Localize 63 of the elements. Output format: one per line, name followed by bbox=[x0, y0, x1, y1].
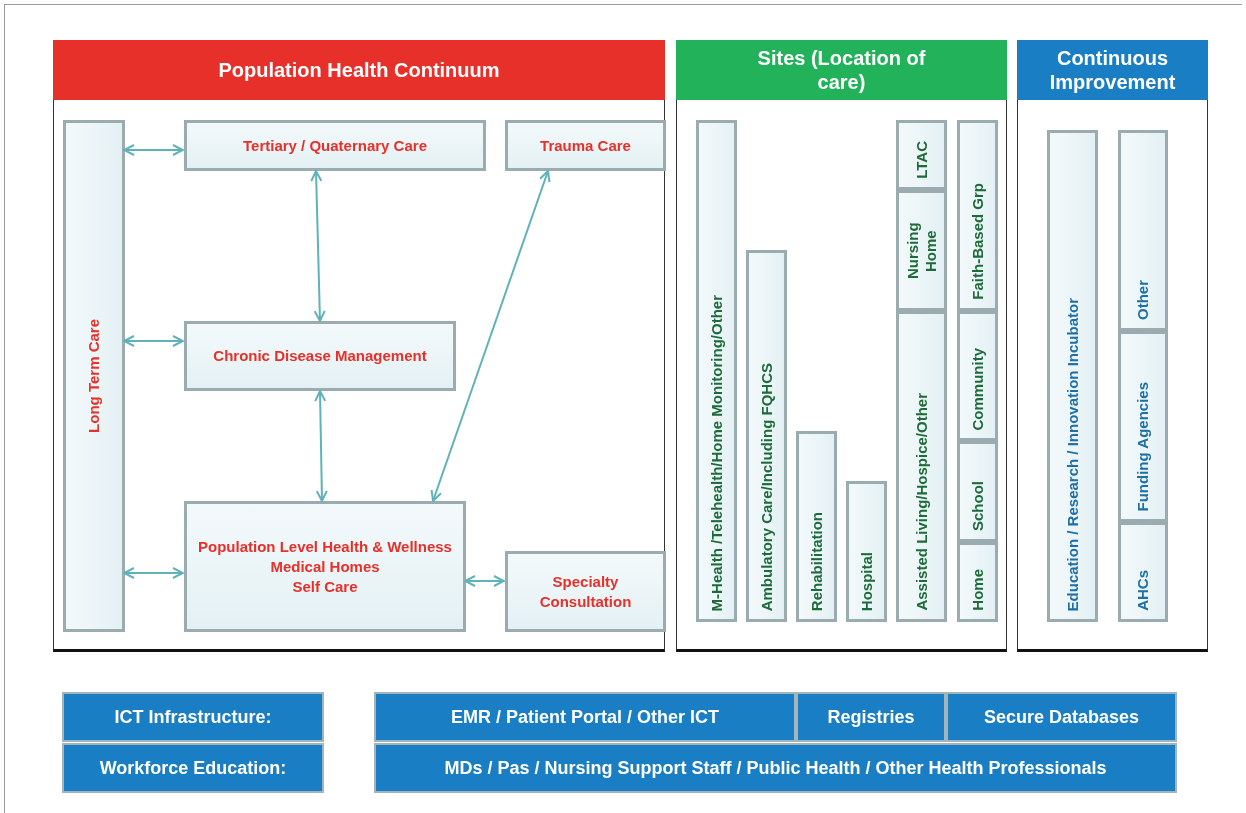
vertical-box bbox=[896, 120, 947, 190]
box-text: Specialty Consultation bbox=[538, 571, 633, 612]
box-text: Faith-Based Grp bbox=[968, 183, 987, 300]
category-cell: EMR / Patient Portal / Other ICT bbox=[374, 692, 796, 742]
category-cell: Secure Databases bbox=[946, 692, 1177, 742]
category-cell: Registries bbox=[796, 692, 946, 742]
box-text: Self Care bbox=[292, 576, 358, 597]
care-box bbox=[184, 321, 456, 391]
box-text: Population Level Health & Wellness bbox=[198, 536, 452, 557]
box-text: Medical Homes bbox=[270, 556, 380, 577]
vertical-box bbox=[1118, 130, 1168, 331]
section-panel bbox=[53, 40, 665, 652]
box-text: Nursing Home bbox=[903, 221, 940, 281]
section-heading: Sites (Location of care) bbox=[756, 46, 927, 94]
category-cell: MDs / Pas / Nursing Support Staff / Public Health / Other Health Professionals bbox=[374, 743, 1177, 793]
box-text: Funding Agencies bbox=[1134, 381, 1152, 511]
box-text: LTAC bbox=[912, 141, 931, 179]
box-text: School bbox=[968, 481, 987, 531]
box-text: Long Term Care bbox=[85, 319, 103, 433]
box-text: Other bbox=[1134, 280, 1152, 320]
vertical-box bbox=[957, 441, 998, 542]
arrow bbox=[123, 335, 184, 347]
category-cell: Workforce Education: bbox=[62, 743, 324, 793]
vertical-box bbox=[796, 431, 837, 622]
section-panel bbox=[676, 40, 1007, 652]
arrow bbox=[464, 575, 505, 587]
vertical-box bbox=[957, 542, 998, 622]
arrow bbox=[310, 170, 326, 322]
arrow bbox=[123, 144, 184, 156]
arrow bbox=[430, 170, 551, 502]
vertical-box bbox=[696, 120, 737, 622]
box-text: M-Health /Telehealth/Home Monitoring/Other bbox=[707, 294, 726, 611]
box-text: Community bbox=[968, 347, 987, 430]
care-box bbox=[184, 501, 466, 632]
care-box bbox=[505, 120, 666, 171]
vertical-box bbox=[957, 311, 998, 441]
box-text: Home bbox=[968, 569, 987, 611]
vertical-box bbox=[896, 190, 947, 311]
box-text: Rehabilitation bbox=[807, 511, 826, 611]
vertical-box bbox=[846, 481, 887, 622]
arrow bbox=[314, 390, 328, 502]
box-text: Trauma Care bbox=[540, 135, 631, 156]
section-heading: Continuous Improvement bbox=[1048, 46, 1177, 94]
section-panel bbox=[1017, 40, 1208, 652]
section-heading: Population Health Continuum bbox=[218, 58, 500, 82]
box-text: Ambulatory Care/Including FQHCS bbox=[757, 362, 776, 611]
vertical-box bbox=[1118, 522, 1168, 622]
vertical-box bbox=[63, 120, 125, 632]
box-text: Tertiary / Quaternary Care bbox=[243, 135, 427, 156]
vertical-box bbox=[896, 311, 947, 622]
box-text: Hospital bbox=[857, 551, 876, 611]
care-box bbox=[505, 551, 666, 632]
vertical-box bbox=[957, 120, 998, 311]
vertical-box bbox=[1047, 130, 1098, 622]
box-text: Assisted Living/Hospice/Other bbox=[912, 393, 931, 611]
box-text: Education / Research / Innovation Incubator bbox=[1063, 297, 1082, 611]
care-box bbox=[184, 120, 486, 171]
category-cell: ICT Infrastructure: bbox=[62, 692, 324, 742]
vertical-box bbox=[746, 250, 787, 622]
box-text: AHCs bbox=[1134, 570, 1152, 611]
box-text: Chronic Disease Management bbox=[213, 346, 427, 366]
arrow bbox=[123, 567, 184, 579]
vertical-box bbox=[1118, 331, 1168, 522]
